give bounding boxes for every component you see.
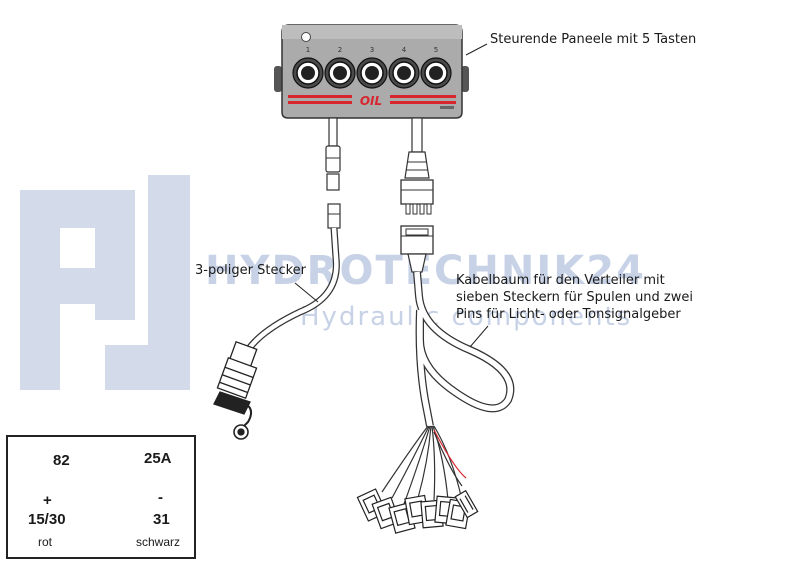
harness-leader-line (469, 325, 489, 348)
panel-label: Steurende Paneele mit 5 Tasten (490, 32, 697, 47)
harness-plugs (356, 488, 479, 534)
panel-button-4 (388, 57, 420, 89)
left-cable (245, 117, 341, 353)
watermark-logo (20, 175, 190, 390)
harness-label-line-2: sieben Steckern für Spulen und zwei (456, 290, 693, 305)
minus-label: - (158, 489, 163, 506)
three-pin-plug (213, 341, 258, 440)
panel-button-1 (292, 57, 324, 89)
pinout-box: 82 25A + - 15/30 31 rot schwarz (6, 435, 196, 559)
harness-wires (381, 425, 467, 505)
panel-buttons (292, 57, 452, 89)
pin-31-label: 31 (153, 511, 170, 528)
connector-label: 3-poliger Stecker (195, 263, 307, 278)
harness-label-line-3: Pins für Licht- oder Tonsignalgeber (456, 307, 681, 322)
pin-82-label: 82 (53, 452, 70, 469)
panel-button-5 (420, 57, 452, 89)
plus-label: + (43, 492, 52, 509)
pin-15-30-label: 15/30 (28, 511, 66, 528)
rating-label: 25A (144, 450, 172, 467)
panel-oil-logo: OIL (360, 94, 382, 108)
panel-leader-line (465, 43, 488, 56)
watermark-tagline: Hydraulic components (300, 302, 633, 332)
button-number-5: 5 (434, 46, 438, 54)
color-red-label: rot (38, 535, 53, 549)
connector-leader-line (294, 282, 319, 303)
harness-label-line-1: Kabelbaum für den Verteiler mit (456, 273, 665, 288)
button-number-4: 4 (402, 46, 407, 54)
harness-cable (400, 117, 515, 427)
panel-button-2 (324, 57, 356, 89)
color-black-label: schwarz (136, 535, 181, 549)
panel-red-stripes (288, 95, 456, 104)
panel-button-3 (356, 57, 388, 89)
signal-pins (454, 489, 479, 519)
button-number-1: 1 (306, 46, 310, 54)
button-number-2: 2 (338, 46, 342, 54)
button-number-3: 3 (370, 46, 374, 54)
